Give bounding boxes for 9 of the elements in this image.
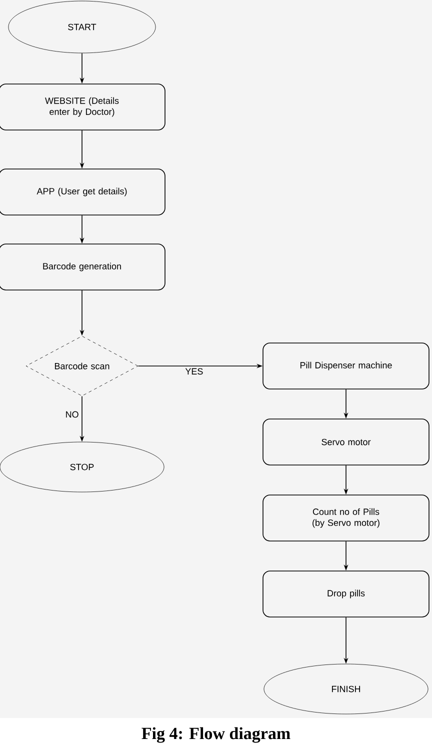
process-box: WEBSITE (Details enter by Doctor) bbox=[0, 84, 166, 130]
process-box: Barcode generation bbox=[0, 244, 166, 290]
process-box: Pill Dispenser machine bbox=[262, 342, 430, 390]
caption: Fig 4: Flow diagram bbox=[142, 727, 290, 743]
process-box: Servo motor bbox=[262, 418, 430, 466]
process-box: APP (User get details) bbox=[0, 168, 166, 216]
process-box: Count no of Pills (by Servo motor) bbox=[262, 494, 430, 542]
edge-label: YES bbox=[184, 367, 204, 376]
process-box: Drop pills bbox=[262, 570, 430, 618]
